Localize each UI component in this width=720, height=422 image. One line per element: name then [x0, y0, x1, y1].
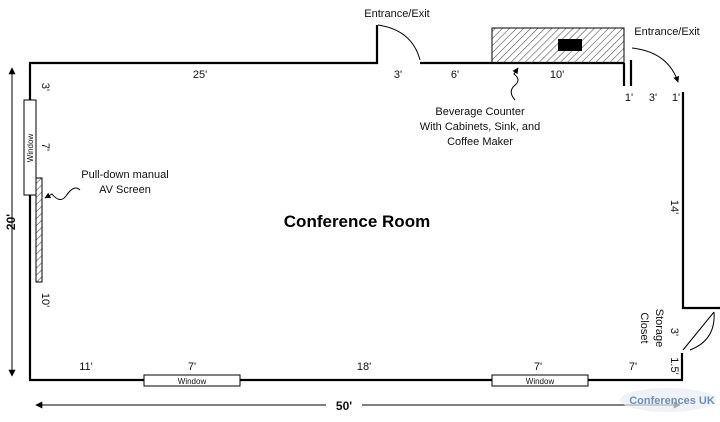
window-bottom-right-label: Window	[526, 377, 555, 386]
dim-left-3: 3'	[39, 83, 51, 91]
window-left	[23, 99, 37, 196]
dim-right-3b: 3'	[668, 328, 680, 336]
wall-right	[681, 92, 720, 310]
room-title: Conference Room	[284, 212, 430, 231]
av-screen	[35, 177, 43, 283]
dim-right-1b: 1'	[672, 92, 680, 104]
dim-bottom-7a: 7'	[188, 361, 196, 373]
storage-label-line2: Closet	[638, 312, 650, 343]
dim-bottom-7b: 7'	[534, 361, 542, 373]
dim-top-3: 3'	[394, 69, 402, 81]
dim-bottom-18: 18'	[357, 361, 371, 373]
sink	[558, 39, 582, 51]
dim-top-6: 6'	[451, 69, 459, 81]
dim-left-7: 7'	[39, 143, 51, 151]
window-left-label: Window	[26, 134, 35, 163]
dim-top-10: 10'	[550, 69, 564, 81]
dim-top-25: 25'	[193, 69, 207, 81]
counter-label-line2: With Cabinets, Sink, and	[420, 121, 540, 133]
dim-right-14: 14'	[668, 200, 680, 214]
counter-label-line3: Coffee Maker	[447, 136, 513, 148]
dim-right-1a: 1'	[625, 92, 633, 104]
door-storage-leaf	[682, 311, 715, 351]
storage-label-line1: Storage	[653, 309, 665, 348]
pointer-counter	[510, 67, 519, 101]
av-screen-label-line1: Pull-down manual	[81, 169, 168, 181]
window-bottom-left-label: Window	[178, 377, 207, 386]
counter-label-line1: Beverage Counter	[435, 106, 525, 118]
window-bottom-right	[491, 374, 589, 387]
dim-bottom-7c: 7'	[629, 361, 637, 373]
door-right-swing	[631, 47, 680, 83]
watermark-text: Conferences UK	[629, 395, 715, 407]
dim-right-1-5: 1.5'	[668, 357, 680, 374]
overall-height-label: 20'	[4, 214, 18, 230]
door-storage-swing	[689, 311, 715, 351]
watermark-logo: Conferences UK	[620, 388, 716, 412]
dim-left-10: 10'	[39, 293, 51, 307]
entrance-right-label: Entrance/Exit	[634, 26, 699, 38]
dim-right-3: 3'	[649, 92, 657, 104]
door-left-swing	[377, 24, 421, 61]
pointer-av-screen	[44, 187, 81, 200]
av-screen-label-line2: AV Screen	[99, 184, 151, 196]
entrance-left-label: Entrance/Exit	[364, 8, 429, 20]
window-bottom-left	[143, 374, 241, 387]
wall-outline	[28, 25, 684, 382]
overall-width-label: 50'	[336, 399, 352, 413]
dim-bottom-11: 11'	[79, 361, 93, 373]
